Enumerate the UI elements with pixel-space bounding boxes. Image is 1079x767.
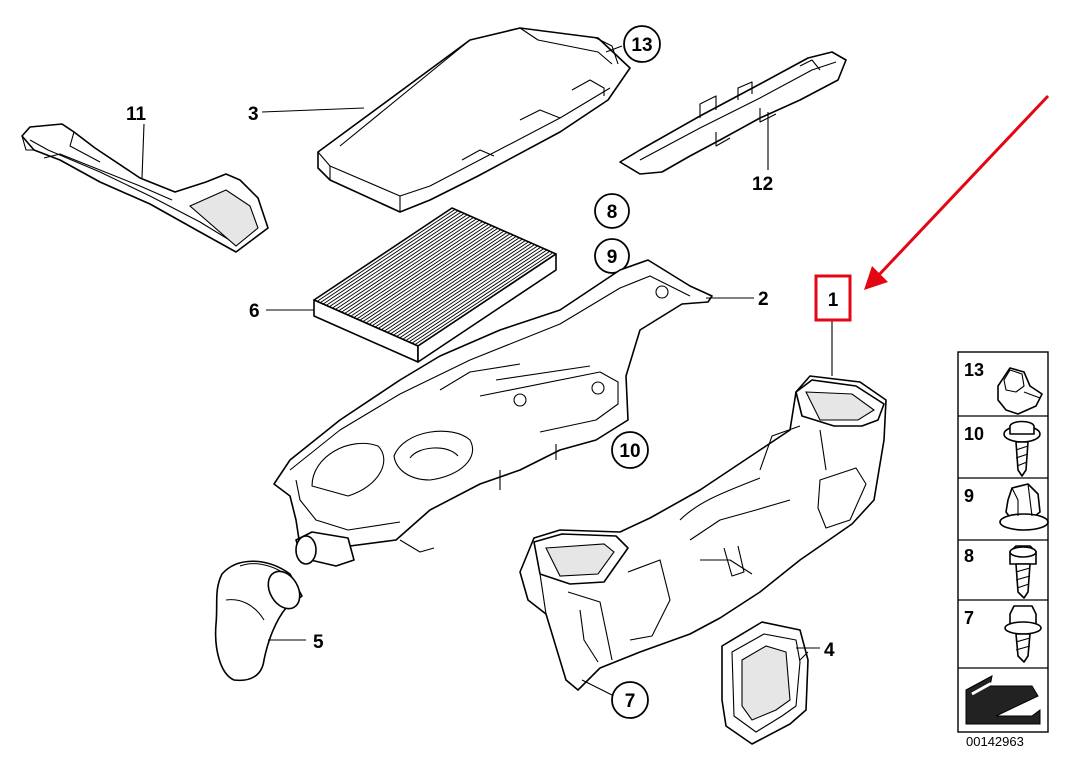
red-arrow-icon	[864, 94, 1050, 290]
filter-pleat-line	[359, 227, 499, 321]
part-3-housing-cover	[317, 27, 631, 213]
callout-9: 9	[607, 247, 618, 268]
filter-pleat-line	[362, 229, 502, 323]
part-1-lower-duct	[519, 375, 887, 691]
filter-pleat-line	[329, 214, 468, 308]
filter-pleat-line	[344, 221, 483, 314]
filter-pleat-line	[396, 244, 535, 337]
filter-pleat-line	[390, 241, 529, 335]
filter-pleat-line	[374, 234, 514, 328]
callout-5: 5	[313, 632, 324, 653]
filter-pleat-line	[393, 242, 532, 336]
hex-bolt-icon	[1009, 545, 1037, 599]
filter-pleat-line	[325, 213, 465, 306]
filter-pleat-line	[341, 219, 480, 313]
filter-pleat-line	[322, 211, 462, 305]
filter-pleat-line	[411, 250, 551, 344]
callout-3: 3	[248, 104, 259, 125]
filter-pleat-line	[350, 223, 489, 317]
callout-6: 6	[249, 301, 260, 322]
filter-pleat-line	[365, 230, 505, 324]
filter-pleat-line	[316, 208, 456, 302]
filter-pleat-line	[335, 217, 474, 310]
legend-label-7: 7	[964, 608, 974, 628]
part-11-air-duct	[21, 123, 269, 253]
expanding-rivet-icon	[999, 483, 1049, 531]
filter-pleat-line	[371, 233, 511, 327]
filter-pleat-line	[377, 236, 517, 329]
part-2-lower-housing	[273, 259, 713, 567]
flange-bolt-icon	[1004, 605, 1042, 663]
callout-4: 4	[824, 640, 835, 661]
part-4-seal-frame	[721, 621, 809, 745]
callout-1-highlight	[814, 274, 852, 322]
filter-pleat-line	[347, 222, 486, 316]
filter-pleat-line	[402, 246, 541, 340]
legend-label-13: 13	[964, 360, 984, 380]
part-12-bracket	[619, 51, 847, 175]
filter-pleat-line	[381, 237, 520, 331]
filter-pleat-line	[338, 218, 477, 312]
clip-nut-icon	[997, 367, 1043, 415]
filter-pleat-line	[384, 238, 523, 332]
callout-11: 11	[126, 104, 147, 125]
filter-pleat-line	[368, 231, 508, 325]
small-parts-legend: 13 10 9 8 7	[957, 351, 1049, 733]
legend-label-8: 8	[964, 546, 974, 566]
filter-pleat-line	[408, 249, 548, 343]
filter-pleat-line	[405, 248, 545, 341]
screw-washer-icon	[1003, 420, 1041, 477]
callout-7: 7	[625, 691, 636, 712]
callout-8: 8	[607, 202, 618, 223]
filter-pleat-line	[332, 215, 471, 309]
document-id: 00142963	[966, 734, 1024, 749]
callout-2: 2	[758, 289, 769, 310]
filter-pleat-line	[387, 240, 526, 333]
callout-1: 1	[828, 290, 839, 311]
legend-label-10: 10	[964, 424, 984, 444]
filter-pleat-line	[414, 252, 554, 346]
filter-pleat-line	[399, 245, 538, 339]
part-6-filter-element	[313, 207, 557, 363]
legend-label-9: 9	[964, 486, 974, 506]
filter-pleat-line	[353, 225, 493, 318]
callout-10: 10	[619, 441, 640, 462]
filter-pleat-line	[356, 226, 496, 320]
direction-arrow-icon	[965, 675, 1041, 725]
callout-12: 12	[752, 174, 773, 195]
callout-13: 13	[631, 35, 652, 56]
part-5-intake-elbow	[214, 560, 303, 682]
filter-pleats	[316, 208, 554, 346]
filter-pleat-line	[319, 210, 459, 304]
